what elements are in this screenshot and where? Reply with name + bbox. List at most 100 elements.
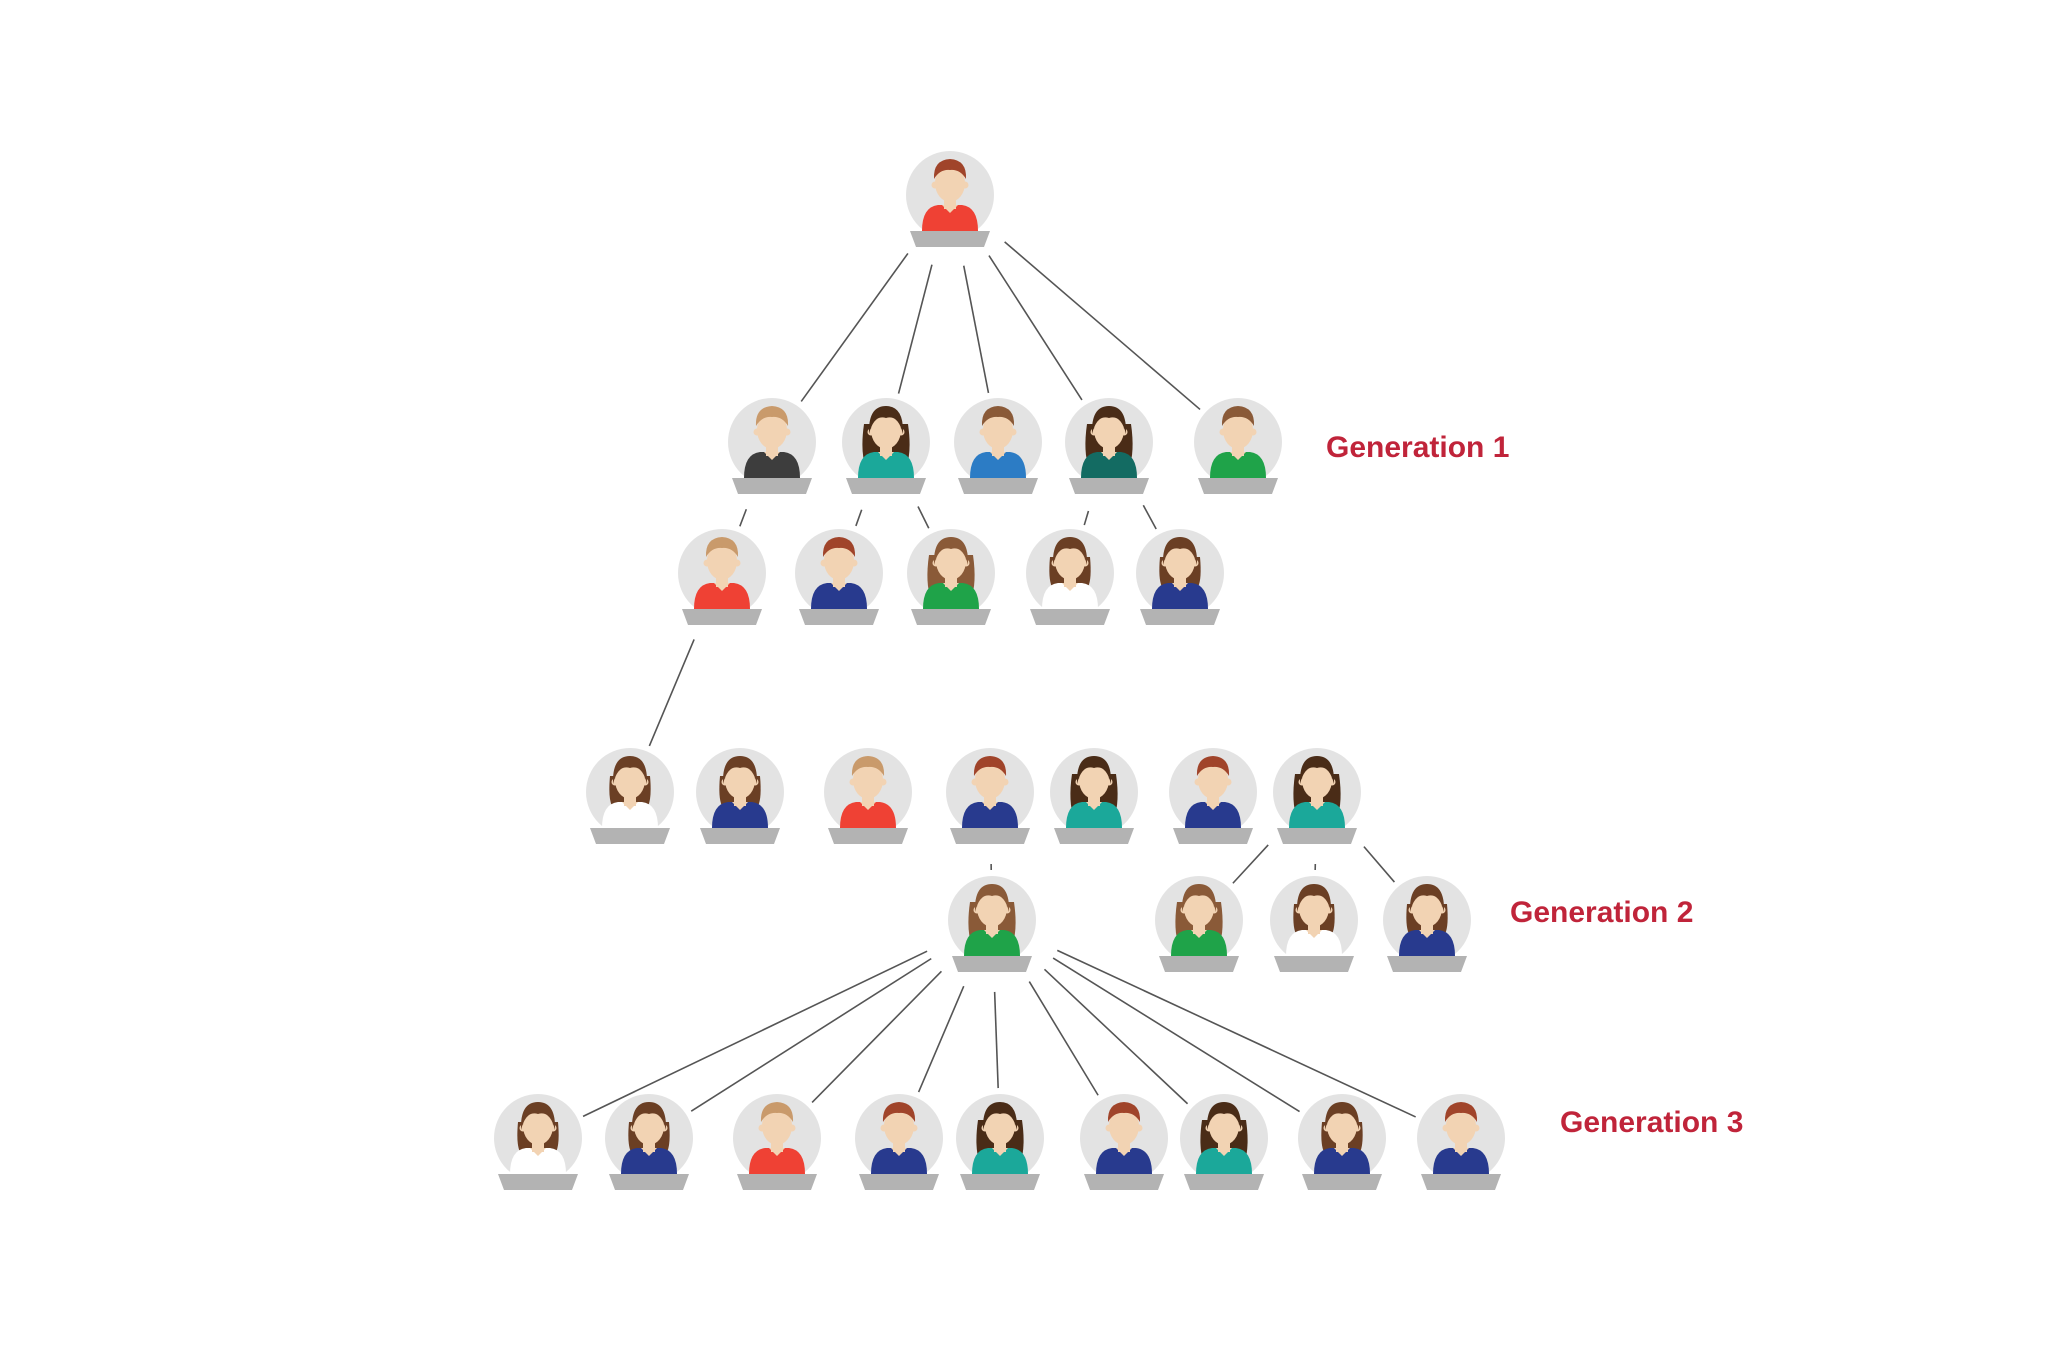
person-avatar-r4a	[586, 748, 674, 844]
ear-shape	[1003, 906, 1011, 914]
collar-shape	[992, 1148, 1008, 1156]
hair-top-shape	[1221, 406, 1255, 426]
avatar-plaque	[911, 609, 991, 625]
collar-shape	[764, 452, 780, 460]
connection-line	[1083, 510, 1090, 526]
face-shape	[1209, 1107, 1239, 1145]
face-shape	[1184, 889, 1214, 927]
hair-top-shape	[981, 406, 1015, 426]
generation-3-label: Generation 3	[1560, 1106, 1743, 1139]
hair-top-shape	[882, 1102, 916, 1122]
person-avatar-r5a	[1155, 876, 1243, 972]
ear-shape	[519, 1124, 527, 1132]
hair-top-shape	[520, 1102, 556, 1130]
hair-top-shape	[612, 756, 648, 784]
hair-top-shape	[1091, 406, 1127, 434]
collar-shape	[1309, 802, 1325, 810]
person-avatar-r4c	[824, 748, 912, 844]
shirt-shape	[1210, 452, 1266, 478]
ear-shape	[1205, 1124, 1213, 1132]
ear-shape	[1472, 1124, 1480, 1132]
collar-shape	[860, 802, 876, 810]
collar-shape	[1062, 583, 1078, 591]
ear-shape	[971, 778, 979, 786]
generation-2-label: Generation 2	[1510, 896, 1693, 929]
connection-line	[917, 506, 930, 529]
ear-shape	[1219, 428, 1227, 436]
collar-shape	[1453, 1148, 1469, 1156]
shirt-shape	[962, 802, 1018, 828]
face-shape	[1302, 761, 1332, 799]
shirt-shape	[510, 1148, 566, 1174]
face-shape	[1327, 1107, 1357, 1145]
collar-shape	[943, 583, 959, 591]
shirt-shape	[712, 802, 768, 828]
shirt-shape	[1171, 930, 1227, 956]
ear-shape	[721, 778, 729, 786]
hair-top-shape	[705, 537, 739, 557]
person-avatar-root	[906, 151, 994, 247]
shirt-shape	[1081, 452, 1137, 478]
ear-shape	[630, 1124, 638, 1132]
ear-shape	[973, 906, 981, 914]
ear-shape	[751, 778, 759, 786]
avatar-plaque	[732, 478, 812, 494]
ear-shape	[641, 778, 649, 786]
face-shape	[1299, 889, 1329, 927]
ear-shape	[1325, 906, 1333, 914]
avatar-plaque	[700, 828, 780, 844]
hair-top-shape	[1324, 1102, 1360, 1130]
face-shape	[634, 1107, 664, 1145]
face-shape	[523, 1107, 553, 1145]
avatar-plaque	[737, 1174, 817, 1190]
person-avatar-g1d	[1065, 398, 1153, 494]
hair-top-shape	[1296, 884, 1332, 912]
person-avatar-g1e	[1194, 398, 1282, 494]
ear-shape	[1328, 778, 1336, 786]
person-avatar-g1a	[728, 398, 816, 494]
face-shape	[977, 889, 1007, 927]
ear-shape	[1438, 906, 1446, 914]
ear-shape	[1408, 906, 1416, 914]
avatar-plaque	[859, 1174, 939, 1190]
face-shape	[1198, 761, 1228, 799]
ear-shape	[931, 181, 939, 189]
hair-top-shape	[1299, 756, 1335, 784]
connection-line	[1232, 844, 1269, 884]
hair-top-shape	[760, 1102, 794, 1122]
avatar-plaque	[590, 828, 670, 844]
face-shape	[824, 542, 854, 580]
ear-shape	[611, 778, 619, 786]
hair-top-shape	[755, 406, 789, 426]
avatar-plaque	[910, 231, 990, 247]
hair-top-shape	[722, 756, 758, 784]
collar-shape	[990, 452, 1006, 460]
ear-shape	[897, 428, 905, 436]
face-shape	[1412, 889, 1442, 927]
ear-shape	[1442, 1124, 1450, 1132]
face-shape	[985, 1107, 1015, 1145]
face-shape	[936, 542, 966, 580]
connection-line	[1004, 241, 1201, 411]
face-shape	[707, 542, 737, 580]
ear-shape	[703, 559, 711, 567]
connection-line	[582, 950, 928, 1118]
ear-shape	[1075, 778, 1083, 786]
shirt-shape	[1433, 1148, 1489, 1174]
ear-shape	[867, 428, 875, 436]
collar-shape	[984, 930, 1000, 938]
ear-shape	[1224, 778, 1232, 786]
hair-top-shape	[851, 756, 885, 776]
connection-line	[917, 985, 965, 1093]
shirt-shape	[1152, 583, 1208, 609]
person-avatar-r5b	[1270, 876, 1358, 972]
ear-shape	[1051, 559, 1059, 567]
avatar-plaque	[1184, 1174, 1264, 1190]
collar-shape	[1172, 583, 1188, 591]
ear-shape	[1120, 428, 1128, 436]
ear-shape	[981, 1124, 989, 1132]
avatar-plaque	[1069, 478, 1149, 494]
face-shape	[884, 1107, 914, 1145]
ear-shape	[549, 1124, 557, 1132]
face-shape	[1165, 542, 1195, 580]
